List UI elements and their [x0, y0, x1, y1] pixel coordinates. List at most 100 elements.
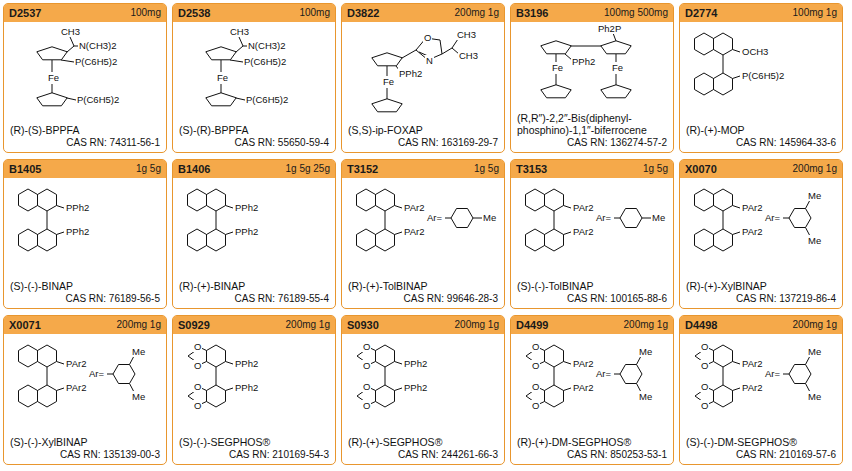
cas-number: CAS RN: 74311-56-1: [66, 137, 160, 149]
package-size: 200mg 1g: [624, 316, 668, 334]
atom-label: Ar=: [764, 212, 781, 223]
cas-number: CAS RN: 850253-53-1: [567, 449, 667, 461]
benzene-ring: [714, 33, 733, 55]
atom-label: PPh2: [403, 382, 428, 393]
atom-label: Ar=: [764, 368, 781, 379]
atom-label: Me: [131, 391, 146, 402]
benzene-ring: [545, 345, 564, 367]
bond-line: [613, 33, 616, 41]
atom-label: O: [700, 381, 709, 392]
bond-line: [226, 362, 234, 365]
bond-line: [395, 362, 403, 365]
bond-line: [614, 218, 620, 219]
atom-label: PAr2: [741, 358, 763, 369]
catalog-code: T3153: [516, 160, 547, 178]
bond-line: [47, 367, 48, 385]
benzene-ring: [789, 209, 811, 228]
five-ring: [541, 85, 571, 98]
bond-line: [733, 76, 741, 79]
product-card: T31531g 5gPAr2PAr2Ar=Me(S)-(-)-TolBINAPC…: [510, 159, 674, 309]
cas-number: CAS RN: 99646-28-3: [404, 293, 499, 305]
five-ring: [541, 41, 571, 54]
bond-line: [385, 367, 386, 385]
bond-line: [723, 55, 724, 73]
atom-label: PPh2: [65, 202, 90, 213]
five-ring: [372, 53, 402, 66]
bond-line: [57, 232, 65, 235]
product-card: T31521g 5gPAr2PAr2Ar=Me(R)-(+)-TolBINAPC…: [341, 159, 505, 309]
atom-label: PAr2: [65, 358, 87, 369]
benzene-ring: [620, 365, 642, 384]
benzene-ring: [207, 345, 226, 367]
catalog-code: S0930: [347, 316, 379, 334]
compound-name: (S)-(-)-SEGPHOS®: [179, 436, 270, 448]
atom-label: Me: [638, 346, 653, 357]
bond-line: [387, 66, 388, 76]
bond-line: [564, 362, 572, 365]
atom-label: Ph2P: [597, 23, 622, 34]
atom-label: Ar=: [426, 212, 443, 223]
product-card: B14061g 5g 25gPPh2PPh2(R)-(+)-BINAPCAS R…: [172, 159, 336, 309]
benzene-ring: [545, 385, 564, 407]
benzene-ring: [526, 229, 545, 251]
cas-number: CAS RN: 76189-56-5: [66, 293, 161, 305]
benzene-ring: [714, 345, 733, 367]
benzene-ring: [695, 33, 714, 55]
bond-line: [236, 46, 243, 52]
atom-label: Me: [807, 346, 822, 357]
atom-label: O: [362, 341, 371, 352]
bond-line: [57, 206, 65, 209]
atom-label: PAr2: [65, 382, 87, 393]
atom-label: PPh2: [234, 202, 259, 213]
bond-line: [52, 84, 53, 93]
bond-line: [556, 74, 557, 85]
package-size: 1g 5g: [643, 160, 668, 178]
atom-label: Me: [482, 212, 497, 223]
atom-label: O: [193, 341, 202, 352]
catalog-code: B3196: [516, 4, 548, 22]
atom-label: PAr2: [741, 382, 763, 393]
atom-label: CH3: [456, 29, 477, 40]
benzene-ring: [695, 73, 714, 95]
cas-number: CAS RN: 100165-88-6: [567, 293, 667, 305]
atom-label: O: [700, 360, 709, 371]
bond-line: [57, 362, 65, 365]
atom-label: PAr2: [572, 202, 594, 213]
product-card: D4499200mg 1gOOPAr2PAr2OOAr=MeMe(R)-(+)-…: [510, 315, 674, 465]
bond-line: [806, 200, 811, 209]
bond-line: [564, 388, 572, 391]
compound-name: (S)-(-)-BINAP: [10, 280, 73, 292]
bond-line: [57, 388, 65, 391]
package-size: 200mg 1g: [455, 316, 499, 334]
atom-label: O: [362, 400, 371, 411]
catalog-code: D4499: [516, 316, 548, 334]
compound-name: (S,S)-ip-FOXAP: [348, 124, 423, 136]
cas-number: CAS RN: 210169-54-3: [229, 449, 329, 461]
compound-name: (S)-(-)-DM-SEGPHOS®: [686, 436, 797, 448]
bond-line: [61, 60, 74, 62]
bond-line: [130, 356, 135, 365]
benzene-ring: [376, 189, 395, 211]
atom-label: O: [193, 381, 202, 392]
benzene-ring: [207, 385, 226, 407]
catalog-code: D2538: [178, 4, 210, 22]
package-size: 1g 5g: [136, 160, 161, 178]
benzene-ring: [789, 365, 811, 384]
benzene-ring: [714, 189, 733, 211]
bond-line: [733, 50, 741, 53]
atom-label: PAr2: [572, 382, 594, 393]
benzene-ring: [38, 189, 57, 211]
benzene-ring: [695, 229, 714, 251]
benzene-ring: [19, 229, 38, 251]
atom-label: PPh2: [234, 382, 259, 393]
cas-number: CAS RN: 135139-00-3: [60, 449, 160, 461]
atom-label: O: [193, 360, 202, 371]
atom-label: PPh2: [234, 226, 259, 237]
atom-label: Fe: [382, 76, 395, 87]
package-size: 1g 5g: [474, 160, 499, 178]
bond-line: [52, 60, 53, 72]
cas-number: CAS RN: 137219-86-4: [736, 293, 836, 305]
atom-label: PAr2: [741, 202, 763, 213]
atom-label: CH3: [458, 50, 479, 61]
five-ring: [37, 47, 67, 60]
